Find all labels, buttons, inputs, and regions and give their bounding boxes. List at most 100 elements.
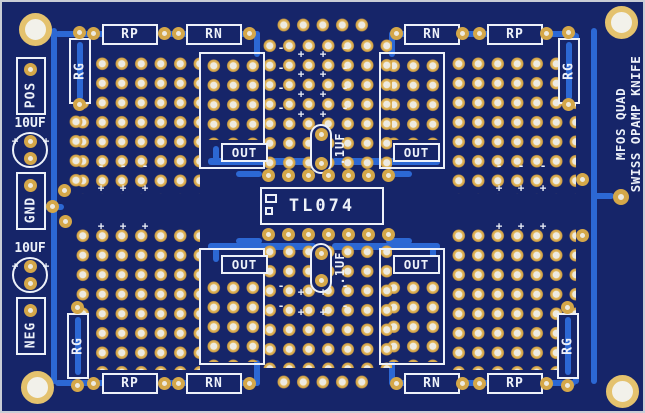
out-text: OUT: [231, 145, 258, 160]
cap-10uf-label: 10UF: [14, 116, 46, 131]
resistor-label: RP: [121, 376, 139, 391]
polarity-plus-mark: +: [119, 219, 127, 233]
resistor-label: RP: [121, 27, 139, 42]
solder-pad: [71, 301, 84, 314]
solder-pad: [73, 26, 86, 39]
ic-pad: [362, 228, 375, 241]
resistor-rn-top-left: RN: [186, 24, 242, 45]
polarity-minus-mark: -: [341, 101, 349, 115]
solder-pad: [315, 247, 328, 260]
copper-trace: [236, 238, 262, 244]
solder-pad: [172, 377, 185, 390]
polarity-minus-mark: -: [277, 41, 285, 55]
mounting-hole: [605, 6, 638, 39]
solder-pad: [71, 379, 84, 392]
pad-grid: [274, 372, 372, 392]
resistor-rp-top-left: RP: [102, 24, 158, 45]
polarity-plus-mark: +: [141, 219, 149, 233]
pad-grid: [66, 112, 86, 192]
solder-pad: [24, 304, 37, 317]
copper-trace: [236, 171, 262, 177]
copper-trace: [77, 42, 83, 100]
pad-grid: [384, 56, 444, 140]
copper-trace: [254, 360, 260, 386]
solder-pad: [473, 377, 486, 390]
out-text: OUT: [231, 257, 258, 272]
out-label-bottom-right: OUT: [393, 255, 440, 274]
solder-pad: [87, 377, 100, 390]
polarity-minus-mark: -: [277, 101, 285, 115]
cap-10uf-label: 10UF: [14, 241, 46, 256]
polarity-plus-mark: +: [97, 219, 105, 233]
pad-grid: [449, 226, 576, 370]
solder-pad: [613, 189, 629, 205]
pad-grid: [449, 54, 576, 194]
polarity-plus-mark: +: [297, 47, 305, 61]
solder-pad: [576, 173, 589, 186]
out-text: OUT: [403, 257, 430, 272]
resistor-rp-bottom-left: RP: [102, 373, 158, 394]
polarity-plus-mark: +: [119, 181, 127, 195]
polarity-minus-mark: -: [341, 299, 349, 313]
resistor-rn-bottom-right: RN: [404, 373, 460, 394]
polarity-minus-mark: -: [341, 279, 349, 293]
solder-pad: [158, 27, 171, 40]
resistor-rp-bottom-right: RP: [487, 373, 543, 394]
polarity-plus-mark: +: [97, 181, 105, 195]
polarity-plus-mark: +: [319, 285, 327, 299]
polarity-plus-mark: +: [42, 134, 50, 148]
solder-pad: [390, 27, 403, 40]
polarity-minus-mark: -: [97, 159, 105, 173]
ic-pad: [262, 169, 275, 182]
pad-grid: [73, 226, 200, 370]
pad-grid: [73, 54, 200, 194]
solder-pad: [243, 377, 256, 390]
polarity-plus-mark: +: [517, 219, 525, 233]
copper-trace: [565, 317, 571, 375]
solder-pad: [576, 229, 589, 242]
copper-trace: [592, 193, 614, 199]
out-label-top-right: OUT: [393, 143, 440, 162]
polarity-plus-mark: +: [319, 107, 327, 121]
polarity-plus-mark: +: [297, 107, 305, 121]
polarity-plus-mark: +: [319, 305, 327, 319]
out-text: OUT: [403, 145, 430, 160]
ic-pad: [362, 169, 375, 182]
out-label-bottom-left: OUT: [221, 255, 268, 274]
solder-pad: [540, 377, 553, 390]
solder-pad: [315, 157, 328, 170]
ic-pad: [342, 228, 355, 241]
polarity-minus-mark: -: [341, 41, 349, 55]
polarity-plus-mark: +: [319, 67, 327, 81]
polarity-plus-mark: +: [297, 305, 305, 319]
resistor-label: RN: [205, 27, 223, 42]
solder-pad: [540, 27, 553, 40]
polarity-minus-mark: -: [539, 159, 547, 173]
solder-pad: [562, 26, 575, 39]
mounting-hole: [606, 375, 639, 408]
ic-pad: [342, 169, 355, 182]
solder-pad: [315, 274, 328, 287]
copper-trace: [213, 248, 219, 262]
out-label-top-left: OUT: [221, 143, 268, 162]
pad-grid: [204, 56, 264, 140]
polarity-plus-mark: +: [517, 181, 525, 195]
ic-pad: [382, 169, 395, 182]
copper-trace: [386, 171, 412, 177]
pad-grid: [204, 278, 264, 362]
solder-pad: [561, 379, 574, 392]
ic-pad: [302, 169, 315, 182]
copper-trace: [386, 238, 412, 244]
solder-pad: [390, 377, 403, 390]
ic-pad: [302, 228, 315, 241]
resistor-label: RP: [506, 376, 524, 391]
polarity-plus-mark: +: [11, 134, 19, 148]
copper-trace: [566, 42, 572, 100]
copper-trace: [389, 360, 395, 386]
polarity-minus-mark: -: [277, 299, 285, 313]
copper-trace: [75, 317, 81, 375]
pad-grid: [274, 15, 372, 35]
polarity-minus-mark: -: [517, 159, 525, 173]
